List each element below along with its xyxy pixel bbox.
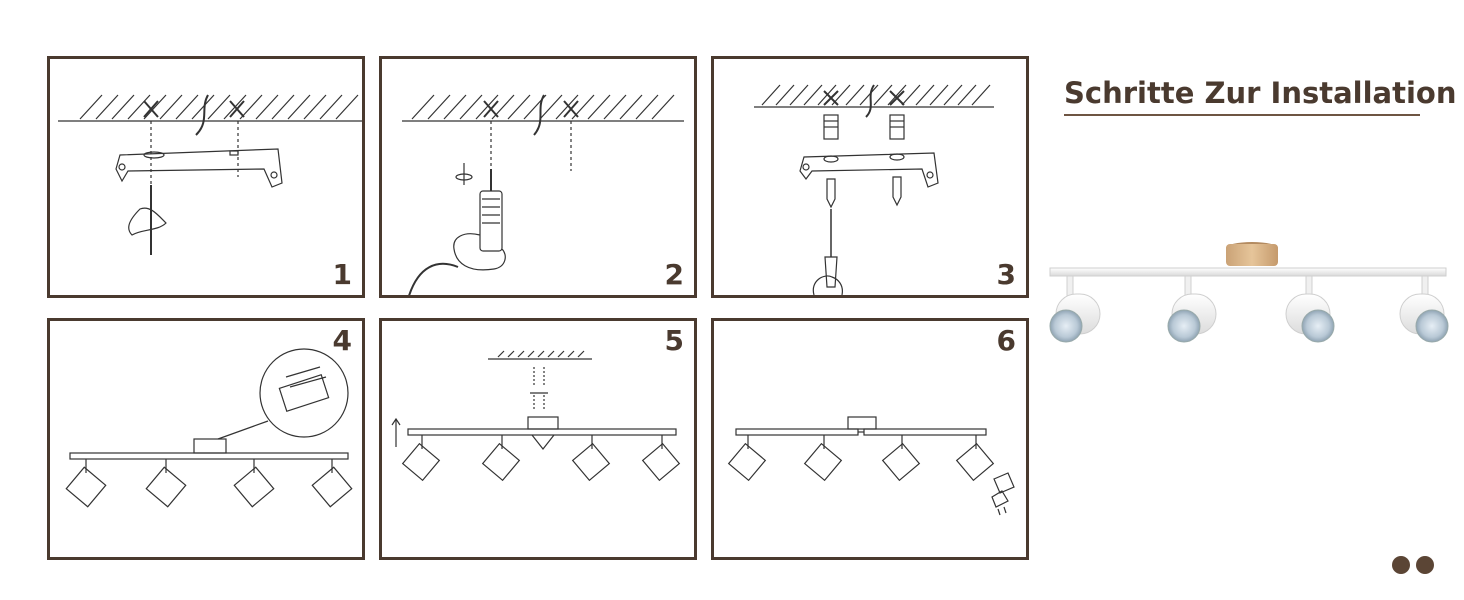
step-number: 4 — [332, 324, 352, 357]
spot-head — [1167, 275, 1217, 343]
step-number: 3 — [996, 258, 1016, 291]
light-bar — [1049, 267, 1447, 277]
step-number: 2 — [664, 258, 684, 291]
wood-canopy — [1226, 244, 1278, 266]
bulb-insert — [991, 472, 1015, 516]
spot-head — [1399, 275, 1449, 343]
carousel-dots[interactable] — [1392, 556, 1436, 574]
step-panel-1: 1 — [47, 56, 365, 298]
step-6-illustration — [727, 416, 1015, 516]
step-number: 1 — [332, 258, 352, 291]
ceiling-hatch — [79, 94, 359, 120]
carousel-dot[interactable] — [1416, 556, 1434, 574]
spotlight-heads — [65, 459, 353, 508]
carousel-dot[interactable] — [1392, 556, 1410, 574]
step-3-illustration — [754, 84, 994, 295]
step-panel-3: 3 — [711, 56, 1029, 298]
step-4-illustration — [65, 348, 353, 508]
step-panel-2: 2 — [379, 56, 697, 298]
product-image — [1049, 242, 1449, 343]
installation-title: Schritte Zur Installation — [1064, 76, 1456, 116]
step-2-illustration — [402, 94, 684, 295]
step-number: 6 — [996, 324, 1016, 357]
step-5-illustration — [391, 350, 681, 482]
spot-head — [1285, 275, 1335, 343]
spot-head — [1049, 275, 1101, 343]
step-panel-6: 6 — [711, 318, 1029, 560]
step-panel-5: 5 — [379, 318, 697, 560]
step-number: 5 — [664, 324, 684, 357]
step-1-illustration — [58, 94, 362, 255]
step-panel-4: 4 — [47, 318, 365, 560]
